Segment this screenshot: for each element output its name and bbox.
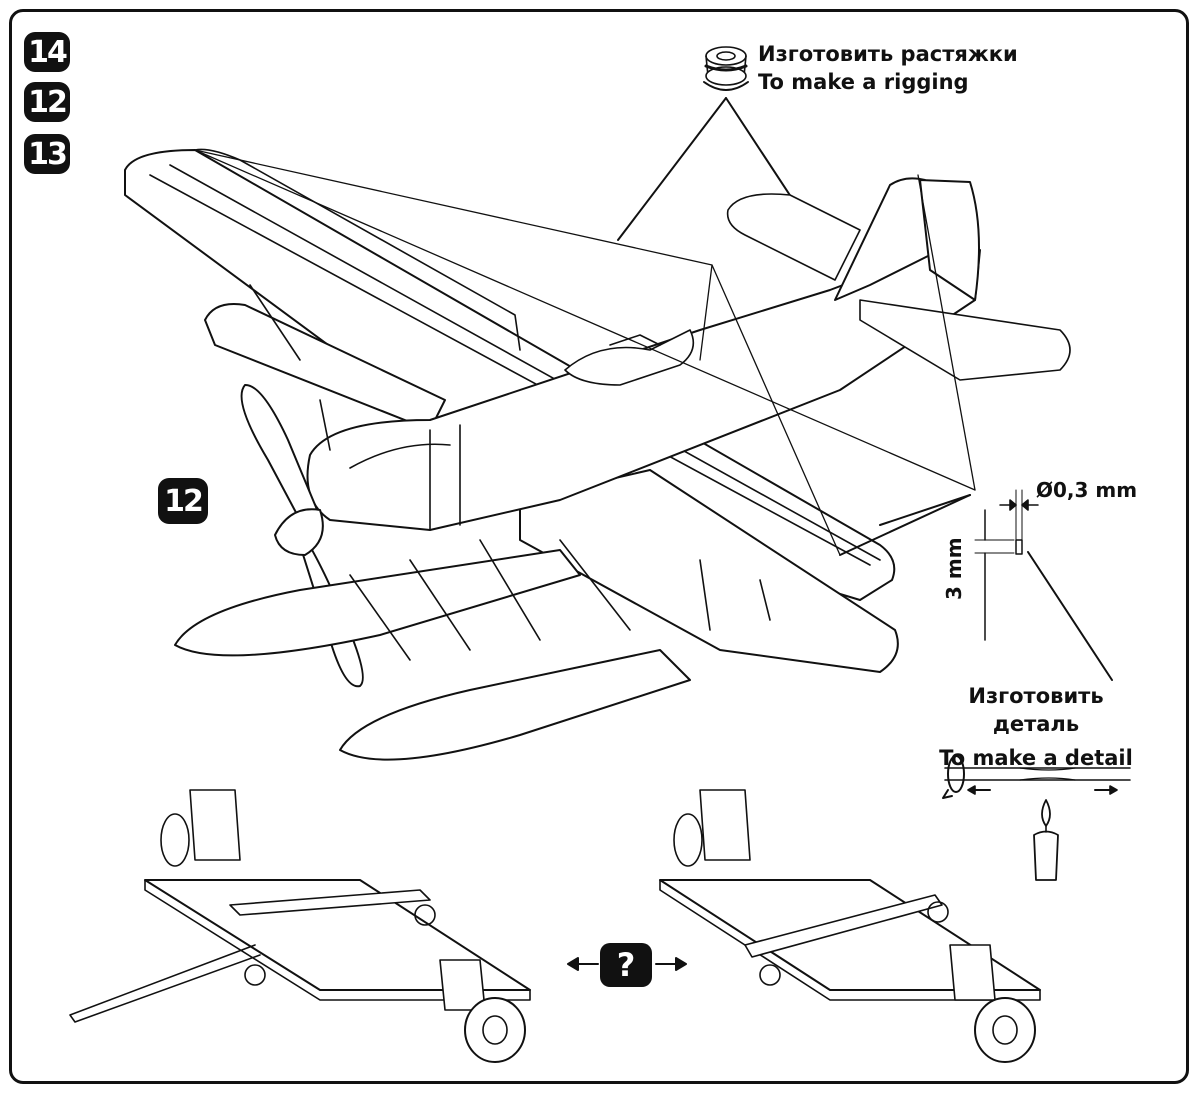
rotate-arrow-icon	[942, 755, 965, 799]
cockpit	[564, 329, 695, 386]
detail-leader-lines	[839, 494, 1113, 681]
question-mark-label: ?	[617, 946, 636, 984]
candle-flame-icon	[1033, 799, 1059, 881]
float-left	[174, 549, 581, 657]
detail-callout: Изготовить деталь To make a detail	[926, 682, 1146, 772]
float-right	[339, 649, 691, 761]
rigging-wires	[194, 149, 976, 556]
rigging-label-ru: Изготовить растяжки	[758, 42, 1018, 66]
page-border	[9, 9, 1189, 1084]
float-struts	[249, 284, 771, 661]
pin-detail	[974, 489, 1039, 641]
alternative-arrows	[567, 957, 687, 971]
question-icon: ?	[600, 943, 652, 987]
stabilizer	[726, 193, 1071, 381]
trolley-right	[659, 789, 1041, 1063]
thread-spool-icon	[703, 46, 749, 91]
propeller-step-badge: 12	[158, 478, 208, 524]
step-badge-13: 13	[24, 134, 70, 174]
diameter-label: Ø0,3 mm	[1036, 478, 1138, 502]
step-badge-12: 12	[24, 82, 70, 122]
lower-wing-right	[519, 469, 899, 673]
stretch-instruction	[944, 767, 1131, 795]
upper-wing	[124, 148, 896, 601]
trolley-left	[69, 789, 531, 1063]
rigging-callout: Изготовить растяжки To make a rigging	[758, 40, 1018, 96]
step-badge-14: 14	[24, 32, 70, 72]
detail-label-ru: Изготовить деталь	[968, 684, 1104, 736]
detail-label-en: To make a detail	[939, 746, 1133, 770]
rigging-label-en: To make a rigging	[758, 70, 969, 94]
